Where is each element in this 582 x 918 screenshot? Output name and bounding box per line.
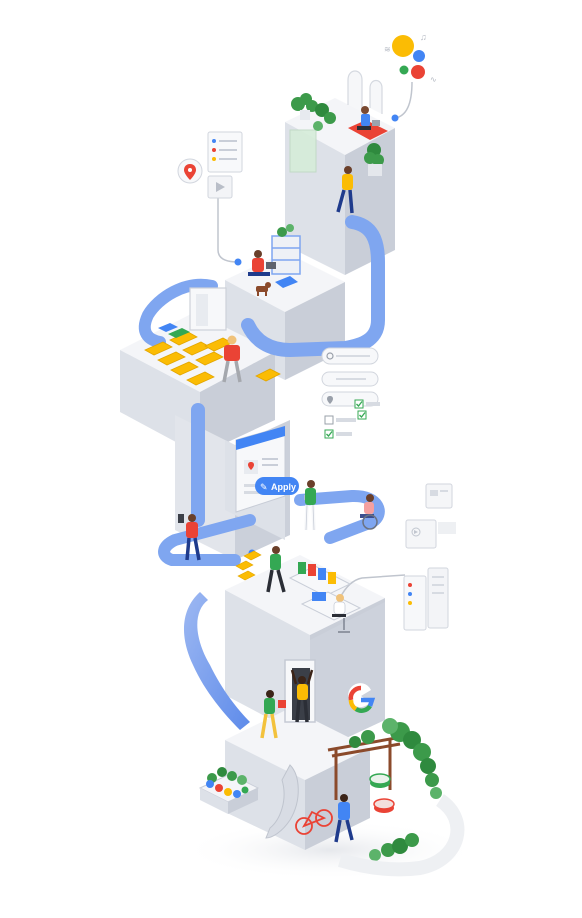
person-body: [264, 698, 275, 714]
person-body: [252, 258, 264, 272]
plant: [291, 93, 336, 131]
checkbox-icon: [324, 429, 334, 439]
planter-letter-l: [241, 786, 249, 794]
block-top-roof: [285, 98, 395, 155]
potted-tree: [364, 143, 384, 176]
gold-floor: [144, 287, 281, 386]
person-body: [270, 554, 281, 570]
pergola: [327, 736, 401, 800]
search-icon: [326, 352, 334, 360]
bookshelf: [271, 224, 301, 275]
apply-floor: ✎ Apply: [178, 425, 378, 561]
google-assistant-icon: ♫ ≋ ∿: [384, 32, 437, 84]
wheelchair-user: [360, 494, 378, 530]
desk-floor: [248, 224, 301, 296]
person-body: [338, 802, 350, 820]
connector-left-top: [217, 198, 239, 263]
checkbox-icon: [324, 415, 334, 425]
gift-box: [278, 700, 286, 708]
path-top-spiral: [241, 215, 385, 357]
slide-blue: [183, 592, 250, 730]
yellow-boxes: [235, 550, 262, 581]
monitor: [328, 572, 336, 584]
path-gold-loop: [138, 278, 218, 348]
laptop: [266, 262, 276, 269]
apply-button-label: Apply: [271, 482, 296, 492]
person-body: [342, 174, 353, 190]
path-lower-loop: [158, 514, 256, 566]
garden: [198, 718, 465, 877]
monitor: [318, 568, 326, 580]
planter-letter-g: [233, 790, 241, 798]
play-icon: [414, 530, 418, 534]
top-terrace: [289, 70, 388, 214]
greenhouse: [289, 129, 317, 173]
path-apply-loop: [294, 490, 385, 544]
monitor: [308, 564, 316, 576]
search-checklist-card: [321, 347, 380, 439]
garden-path: [337, 794, 465, 877]
office-chair: [338, 618, 350, 633]
blue-paths: [138, 215, 385, 566]
checkbox-icon: [354, 399, 364, 409]
monitor: [312, 592, 326, 601]
play-icon: [216, 182, 225, 192]
video-card: [207, 175, 233, 199]
person-body: [361, 114, 370, 126]
person-body: [297, 684, 308, 700]
planter-letter-o: [224, 788, 232, 796]
person-head: [361, 106, 369, 114]
planter-letter-g: [206, 780, 214, 788]
block-gold-right: [200, 352, 275, 455]
person-body: [224, 345, 240, 361]
monitor: [298, 562, 306, 574]
slide-silver: [265, 764, 299, 839]
svg-text:∿: ∿: [430, 75, 437, 84]
phone: [178, 514, 184, 523]
person-body: [186, 522, 198, 538]
pencil-icon: ✎: [260, 482, 268, 492]
svg-text:♫: ♫: [420, 32, 427, 42]
google-g-logo: [348, 683, 376, 713]
planter-letter-o: [215, 784, 223, 792]
gold-bars: [144, 331, 233, 386]
map-pin-icon: [248, 462, 254, 470]
arched-window: [347, 70, 363, 112]
foliage: [349, 718, 442, 861]
connector-dot-2: [391, 114, 399, 122]
bicycle: [295, 809, 333, 835]
connector-dot-1: [234, 258, 242, 266]
person-body: [305, 488, 316, 505]
apply-button[interactable]: ✎ Apply: [255, 477, 299, 495]
dog: [256, 282, 271, 296]
google-planter: [198, 767, 260, 814]
block-google-right: [310, 602, 385, 755]
arched-window: [369, 79, 383, 114]
google-floor: [260, 669, 376, 739]
map-pin-card: [177, 158, 203, 184]
svg-text:≋: ≋: [384, 45, 391, 54]
office-floor: [235, 546, 362, 633]
gold-bar-stack: [255, 368, 281, 382]
block-bottom-roof: [225, 708, 370, 780]
map-pin-icon: [327, 396, 333, 404]
block-top-right: [345, 128, 395, 275]
list-card: [207, 131, 243, 173]
laptop: [372, 120, 380, 126]
connector-assistant: [394, 81, 413, 119]
right-wireframe-cards: [403, 483, 456, 631]
